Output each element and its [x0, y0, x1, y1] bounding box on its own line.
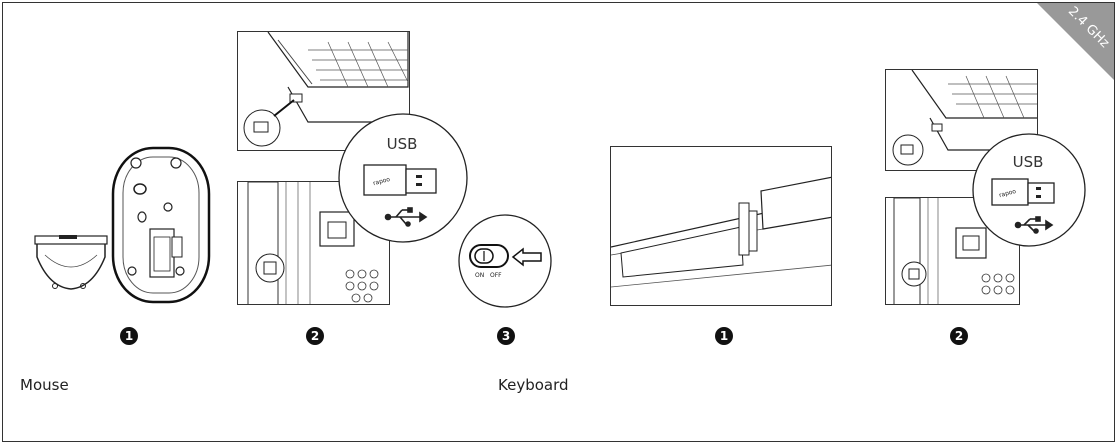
mouse-caption: Mouse [20, 376, 69, 394]
keyboard-caption: Keyboard [498, 376, 569, 394]
power-switch-callout: ON OFF [458, 214, 552, 308]
step-marker-keyboard-2: 2 [950, 327, 968, 345]
step-marker-mouse-3: 3 [497, 327, 515, 345]
mouse-bottom-view [111, 146, 211, 304]
receiver-brand-keyboard: rapoo [998, 188, 1017, 199]
usb-icon [1014, 216, 1054, 234]
receiver-brand: rapoo [372, 176, 391, 187]
usb-receiver-callout-keyboard: USB rapoo [972, 133, 1086, 247]
mouse-battery-cover [34, 235, 108, 290]
step-marker-mouse-1: 1 [120, 327, 138, 345]
usb-receiver: rapoo [363, 164, 437, 196]
frequency-badge: 2.4 GHz [1037, 3, 1114, 80]
switch-off-label: OFF [490, 272, 502, 279]
switch-on-label: ON [475, 272, 484, 279]
usb-callout-label-keyboard: USB [1013, 153, 1044, 171]
arrow-left-icon [511, 247, 542, 267]
usb-receiver-callout: USB rapoo [338, 113, 468, 243]
keyboard-battery-image [610, 146, 832, 306]
power-switch-icon [469, 244, 509, 268]
usb-icon [384, 207, 428, 227]
usb-callout-label: USB [387, 135, 418, 153]
usb-receiver-keyboard: rapoo [991, 178, 1055, 206]
quick-start-page: 2.4 GHz [2, 2, 1115, 442]
step-marker-mouse-2: 2 [306, 327, 324, 345]
laptop-usb-image [237, 31, 410, 151]
step-marker-keyboard-1: 1 [715, 327, 733, 345]
